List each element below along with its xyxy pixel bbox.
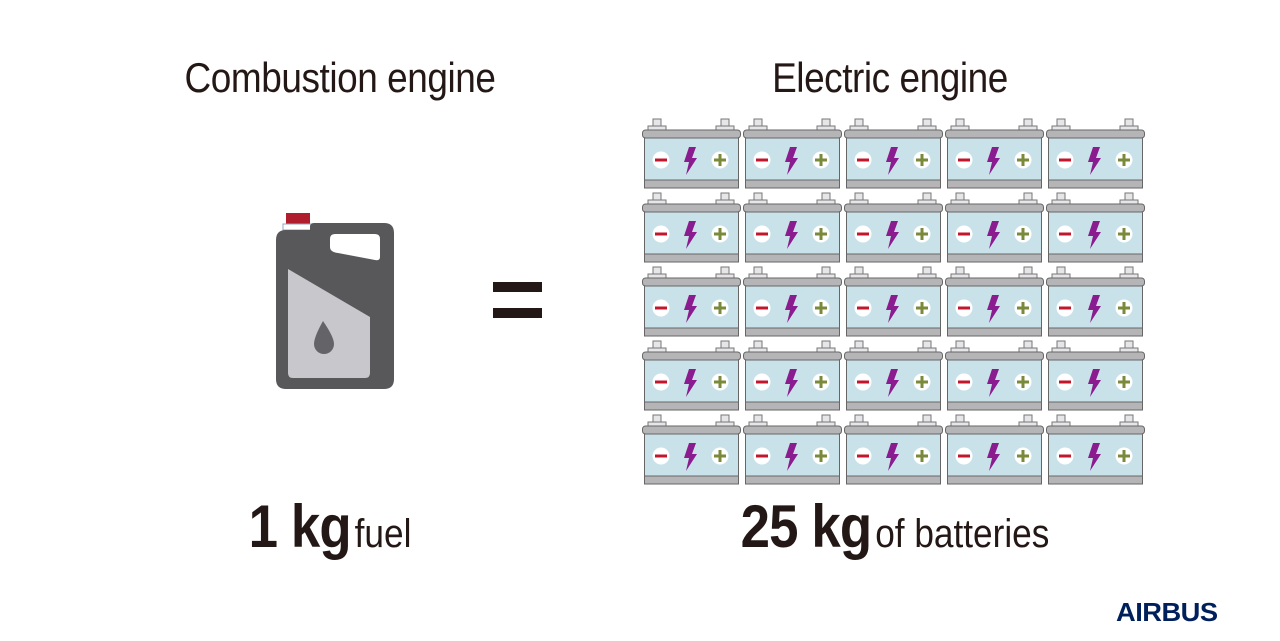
fuel-unit-label: fuel <box>354 512 412 556</box>
battery-cell <box>641 266 742 340</box>
battery-cell <box>742 340 843 414</box>
battery-cell <box>944 192 1045 266</box>
battery-cell <box>641 340 742 414</box>
electric-engine-title: Electric engine <box>772 54 1008 101</box>
fuel-amount: 1 kg <box>248 493 352 560</box>
battery-cell <box>843 266 944 340</box>
battery-amount: 25 kg <box>740 493 873 560</box>
battery-icon <box>1046 340 1145 411</box>
battery-cell <box>944 340 1045 414</box>
battery-cell <box>641 414 742 488</box>
battery-icon <box>945 266 1044 337</box>
battery-icon <box>743 266 842 337</box>
battery-cell <box>1045 414 1146 488</box>
battery-icon <box>945 340 1044 411</box>
fuel-canister-icon <box>276 213 394 389</box>
battery-icon <box>1046 118 1145 189</box>
battery-cell <box>641 192 742 266</box>
battery-icon <box>1046 266 1145 337</box>
battery-cell <box>641 118 742 192</box>
battery-cell <box>843 340 944 414</box>
battery-icon <box>642 118 741 189</box>
battery-cell <box>742 192 843 266</box>
battery-cell <box>1045 118 1146 192</box>
battery-cell <box>843 192 944 266</box>
battery-icon <box>743 414 842 485</box>
battery-cell <box>1045 340 1146 414</box>
battery-icon <box>844 340 943 411</box>
battery-icon <box>642 340 741 411</box>
battery-cell <box>742 118 843 192</box>
battery-cell <box>1045 266 1146 340</box>
battery-icon <box>743 192 842 263</box>
battery-icon <box>844 266 943 337</box>
battery-unit-label: of batteries <box>875 512 1050 556</box>
battery-icon <box>945 118 1044 189</box>
battery-cell <box>843 118 944 192</box>
battery-icon <box>1046 414 1145 485</box>
battery-cell <box>843 414 944 488</box>
battery-grid <box>641 118 1146 488</box>
battery-icon <box>642 266 741 337</box>
battery-icon <box>743 340 842 411</box>
battery-icon <box>1046 192 1145 263</box>
battery-icon <box>743 118 842 189</box>
battery-icon <box>945 192 1044 263</box>
battery-icon <box>844 192 943 263</box>
fuel-caption: 1 kg fuel <box>198 492 462 561</box>
battery-cell <box>944 266 1045 340</box>
battery-icon <box>945 414 1044 485</box>
battery-icon <box>844 118 943 189</box>
airbus-logo: AIRBUS <box>1116 597 1218 627</box>
battery-cell <box>944 414 1045 488</box>
battery-cell <box>1045 192 1146 266</box>
battery-cell <box>742 414 843 488</box>
battery-icon <box>844 414 943 485</box>
battery-icon <box>642 414 741 485</box>
equals-sign <box>493 282 542 318</box>
combustion-engine-title: Combustion engine <box>184 54 496 101</box>
battery-cell <box>944 118 1045 192</box>
battery-caption: 25 kg of batteries <box>688 492 1102 561</box>
battery-cell <box>742 266 843 340</box>
battery-icon <box>642 192 741 263</box>
